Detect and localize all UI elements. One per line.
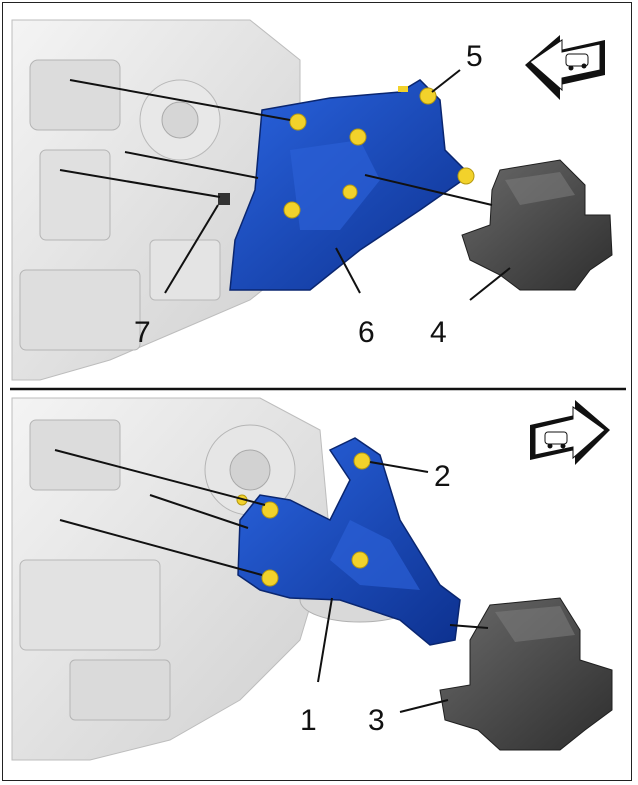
callout-7: 7 <box>134 316 151 349</box>
leader-lines-top <box>59 69 511 301</box>
leader-lines-bottom <box>54 449 489 713</box>
bolts-bottom <box>236 452 371 587</box>
callout-3: 3 <box>368 704 385 737</box>
callout-1: 1 <box>300 704 317 737</box>
engine-mount-3 <box>439 597 613 751</box>
engine-block-top <box>11 19 301 381</box>
arrow-right-car-icon <box>530 400 610 465</box>
arrow-left-car-icon <box>525 35 605 100</box>
engine-bracket-1 <box>237 437 461 646</box>
sensor-7 <box>218 193 230 205</box>
callout-2: 2 <box>434 460 451 493</box>
callout-5: 5 <box>466 40 483 73</box>
top-panel <box>11 19 613 381</box>
callout-4: 4 <box>430 316 447 349</box>
bottom-panel <box>11 397 613 761</box>
callout-6: 6 <box>358 316 375 349</box>
engine-mount-4 <box>461 159 613 291</box>
